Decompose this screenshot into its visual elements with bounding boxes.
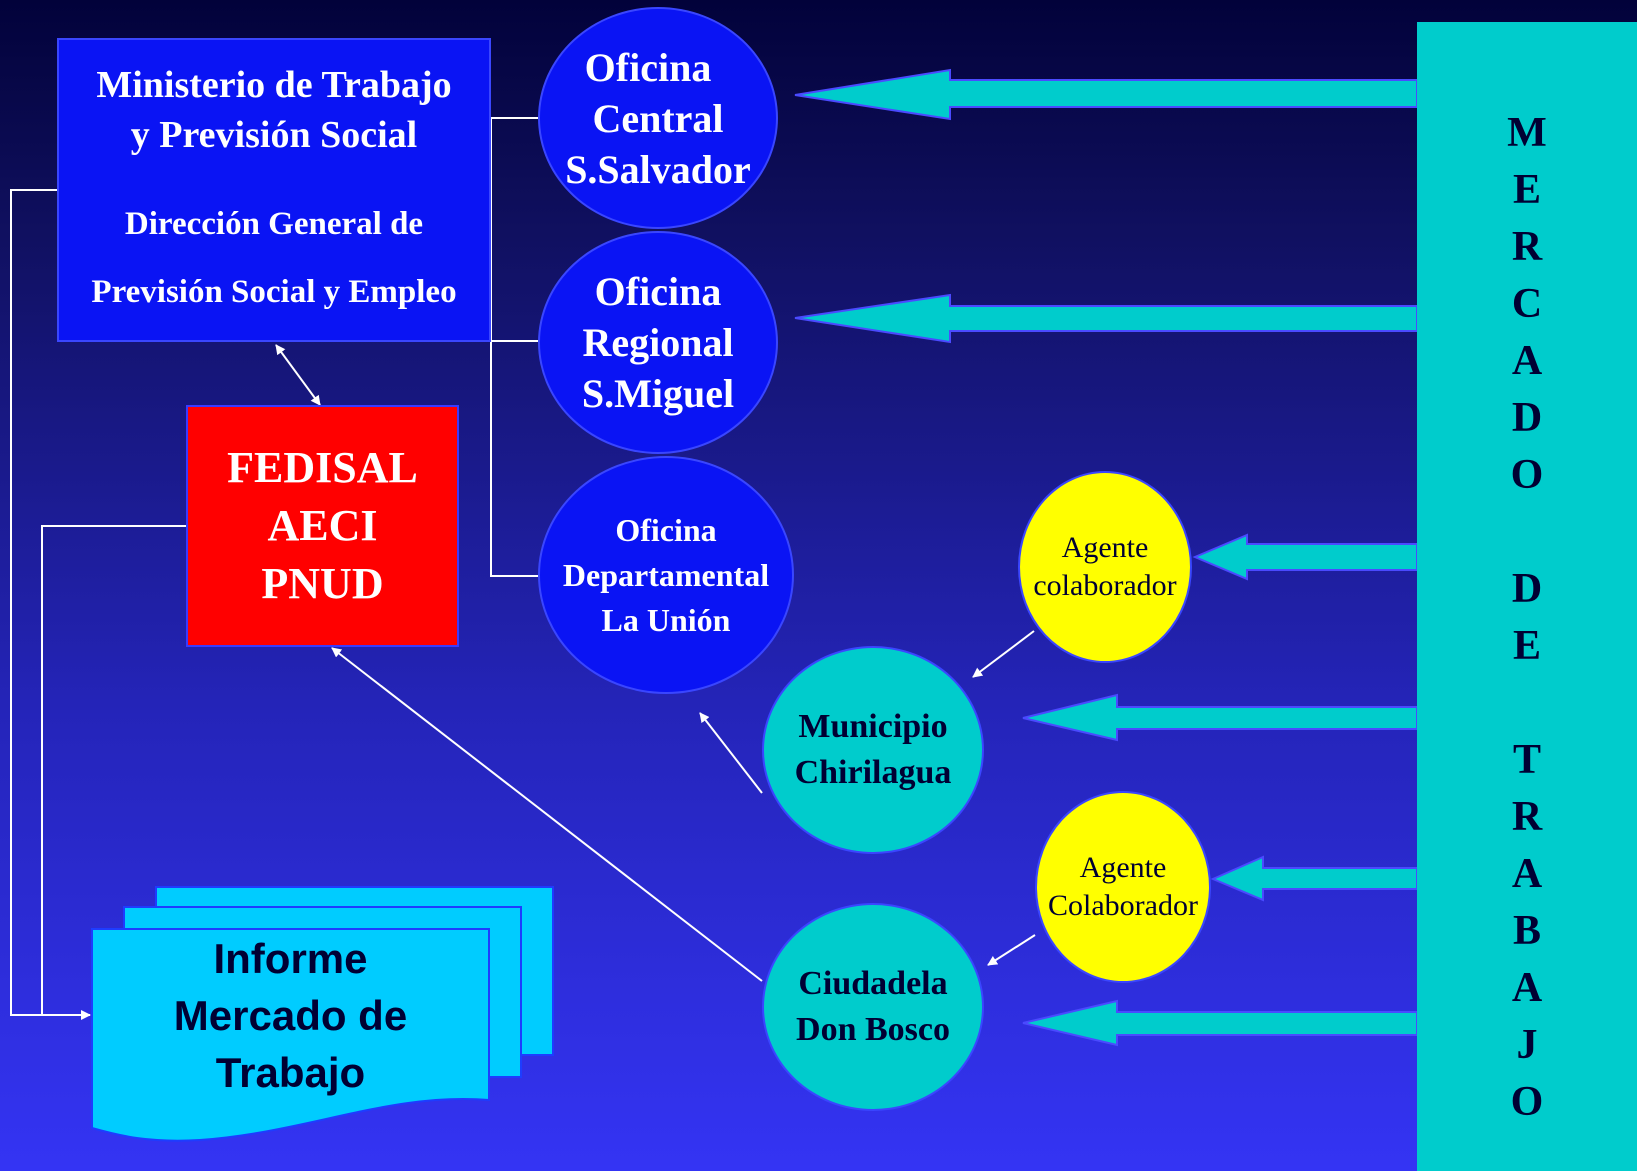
market-letter: A bbox=[1511, 338, 1543, 384]
market-letter: R bbox=[1511, 224, 1543, 270]
ministry-box: Ministerio de Trabajo y Previsión Social… bbox=[57, 38, 491, 342]
office-regional-line2: Regional bbox=[582, 320, 734, 365]
market-letter: E bbox=[1512, 167, 1541, 213]
market-arrow-municipio bbox=[1022, 693, 1418, 742]
office-central-line1: Oficina bbox=[584, 44, 712, 90]
market-letter: A bbox=[1511, 965, 1543, 1011]
agent2-line1: Agente bbox=[1079, 851, 1167, 884]
ministry-subtitle-line1: Dirección General de bbox=[124, 206, 424, 242]
report-line2: Mercado de bbox=[173, 992, 408, 1039]
agent2-line2: Colaborador bbox=[1048, 889, 1198, 922]
agent-colaborador-2: Agente Colaborador bbox=[1035, 791, 1211, 983]
agent-colaborador-1: Agente colaborador bbox=[1018, 471, 1192, 663]
market-arrow-central bbox=[794, 68, 1418, 121]
fedisal-line1: FEDISAL bbox=[227, 443, 418, 492]
ciudadela-don-bosco: Ciudadela Don Bosco bbox=[762, 903, 984, 1111]
market-letter: M bbox=[1507, 110, 1547, 156]
arrow-municipio-union bbox=[699, 712, 763, 794]
agent1-line1: Agente bbox=[1061, 531, 1149, 564]
ministry-title-line1: Ministerio de Trabajo bbox=[96, 64, 452, 106]
arrow-ministry-fedisal bbox=[275, 344, 321, 406]
report-document-stack bbox=[91, 886, 554, 1142]
market-letter: D bbox=[1511, 566, 1543, 612]
ciudadela-line1: Ciudadela bbox=[798, 965, 948, 1002]
market-arrow-regional bbox=[794, 293, 1418, 344]
market-letter: J bbox=[1516, 1022, 1538, 1068]
report-line1: Informe bbox=[213, 935, 368, 982]
arrow-agent2-ciudadela bbox=[987, 934, 1036, 966]
report-label: Informe Mercado de Trabajo bbox=[92, 930, 489, 1100]
market-letter: E bbox=[1512, 623, 1541, 669]
market-letter: D bbox=[1511, 395, 1543, 441]
connector-ministry-report bbox=[10, 189, 91, 1020]
report-line3: Trabajo bbox=[215, 1049, 366, 1096]
office-regional-line1: Oficina bbox=[594, 269, 722, 314]
agent1-line2: colaborador bbox=[1033, 569, 1177, 602]
office-central-line2: Central bbox=[592, 95, 724, 141]
arrow-agent1-municipio bbox=[972, 630, 1035, 678]
arrow-ciudadela-fedisal bbox=[331, 647, 763, 982]
municipio-line1: Municipio bbox=[798, 708, 948, 745]
connector-fedisal-report bbox=[41, 525, 186, 1015]
market-arrow-agent1 bbox=[1192, 533, 1418, 581]
market-letter: A bbox=[1511, 851, 1543, 897]
ministry-title-line2: y Previsión Social bbox=[130, 114, 418, 156]
ministry-title: Ministerio de Trabajo y Previsión Social bbox=[96, 60, 451, 160]
market-arrow-ciudadela bbox=[1022, 999, 1418, 1047]
market-letter: C bbox=[1511, 281, 1543, 327]
office-union-line3: La Unión bbox=[601, 601, 731, 638]
market-letter: O bbox=[1510, 1079, 1544, 1125]
market-letter: T bbox=[1512, 737, 1541, 783]
office-regional-line3: S.Miguel bbox=[581, 371, 735, 416]
municipio-chirilagua: Municipio Chirilagua bbox=[762, 646, 984, 854]
office-union-line2: Departamental bbox=[562, 556, 770, 593]
office-central-line3: S.Salvador bbox=[565, 146, 751, 192]
fedisal-box: FEDISAL AECI PNUD bbox=[186, 405, 459, 647]
market-letter: O bbox=[1510, 452, 1544, 498]
fedisal-line3: PNUD bbox=[261, 559, 384, 608]
connector-ministry-union bbox=[490, 118, 540, 577]
ministry-subtitle-line2: Previsión Social y Empleo bbox=[91, 274, 457, 310]
office-union: Oficina Departamental La Unión bbox=[538, 456, 794, 694]
office-regional: Oficina Regional S.Miguel bbox=[538, 231, 778, 454]
market-letter: B bbox=[1512, 908, 1541, 954]
office-union-line1: Oficina bbox=[615, 511, 717, 548]
market-arrow-agent2 bbox=[1210, 855, 1418, 902]
fedisal-line2: AECI bbox=[267, 501, 378, 550]
market-letter: R bbox=[1511, 794, 1543, 840]
office-central: Oficina Central S.Salvador bbox=[538, 7, 778, 229]
ciudadela-line2: Don Bosco bbox=[796, 1011, 950, 1048]
report-page-front bbox=[91, 928, 490, 1142]
municipio-line2: Chirilagua bbox=[794, 754, 952, 791]
